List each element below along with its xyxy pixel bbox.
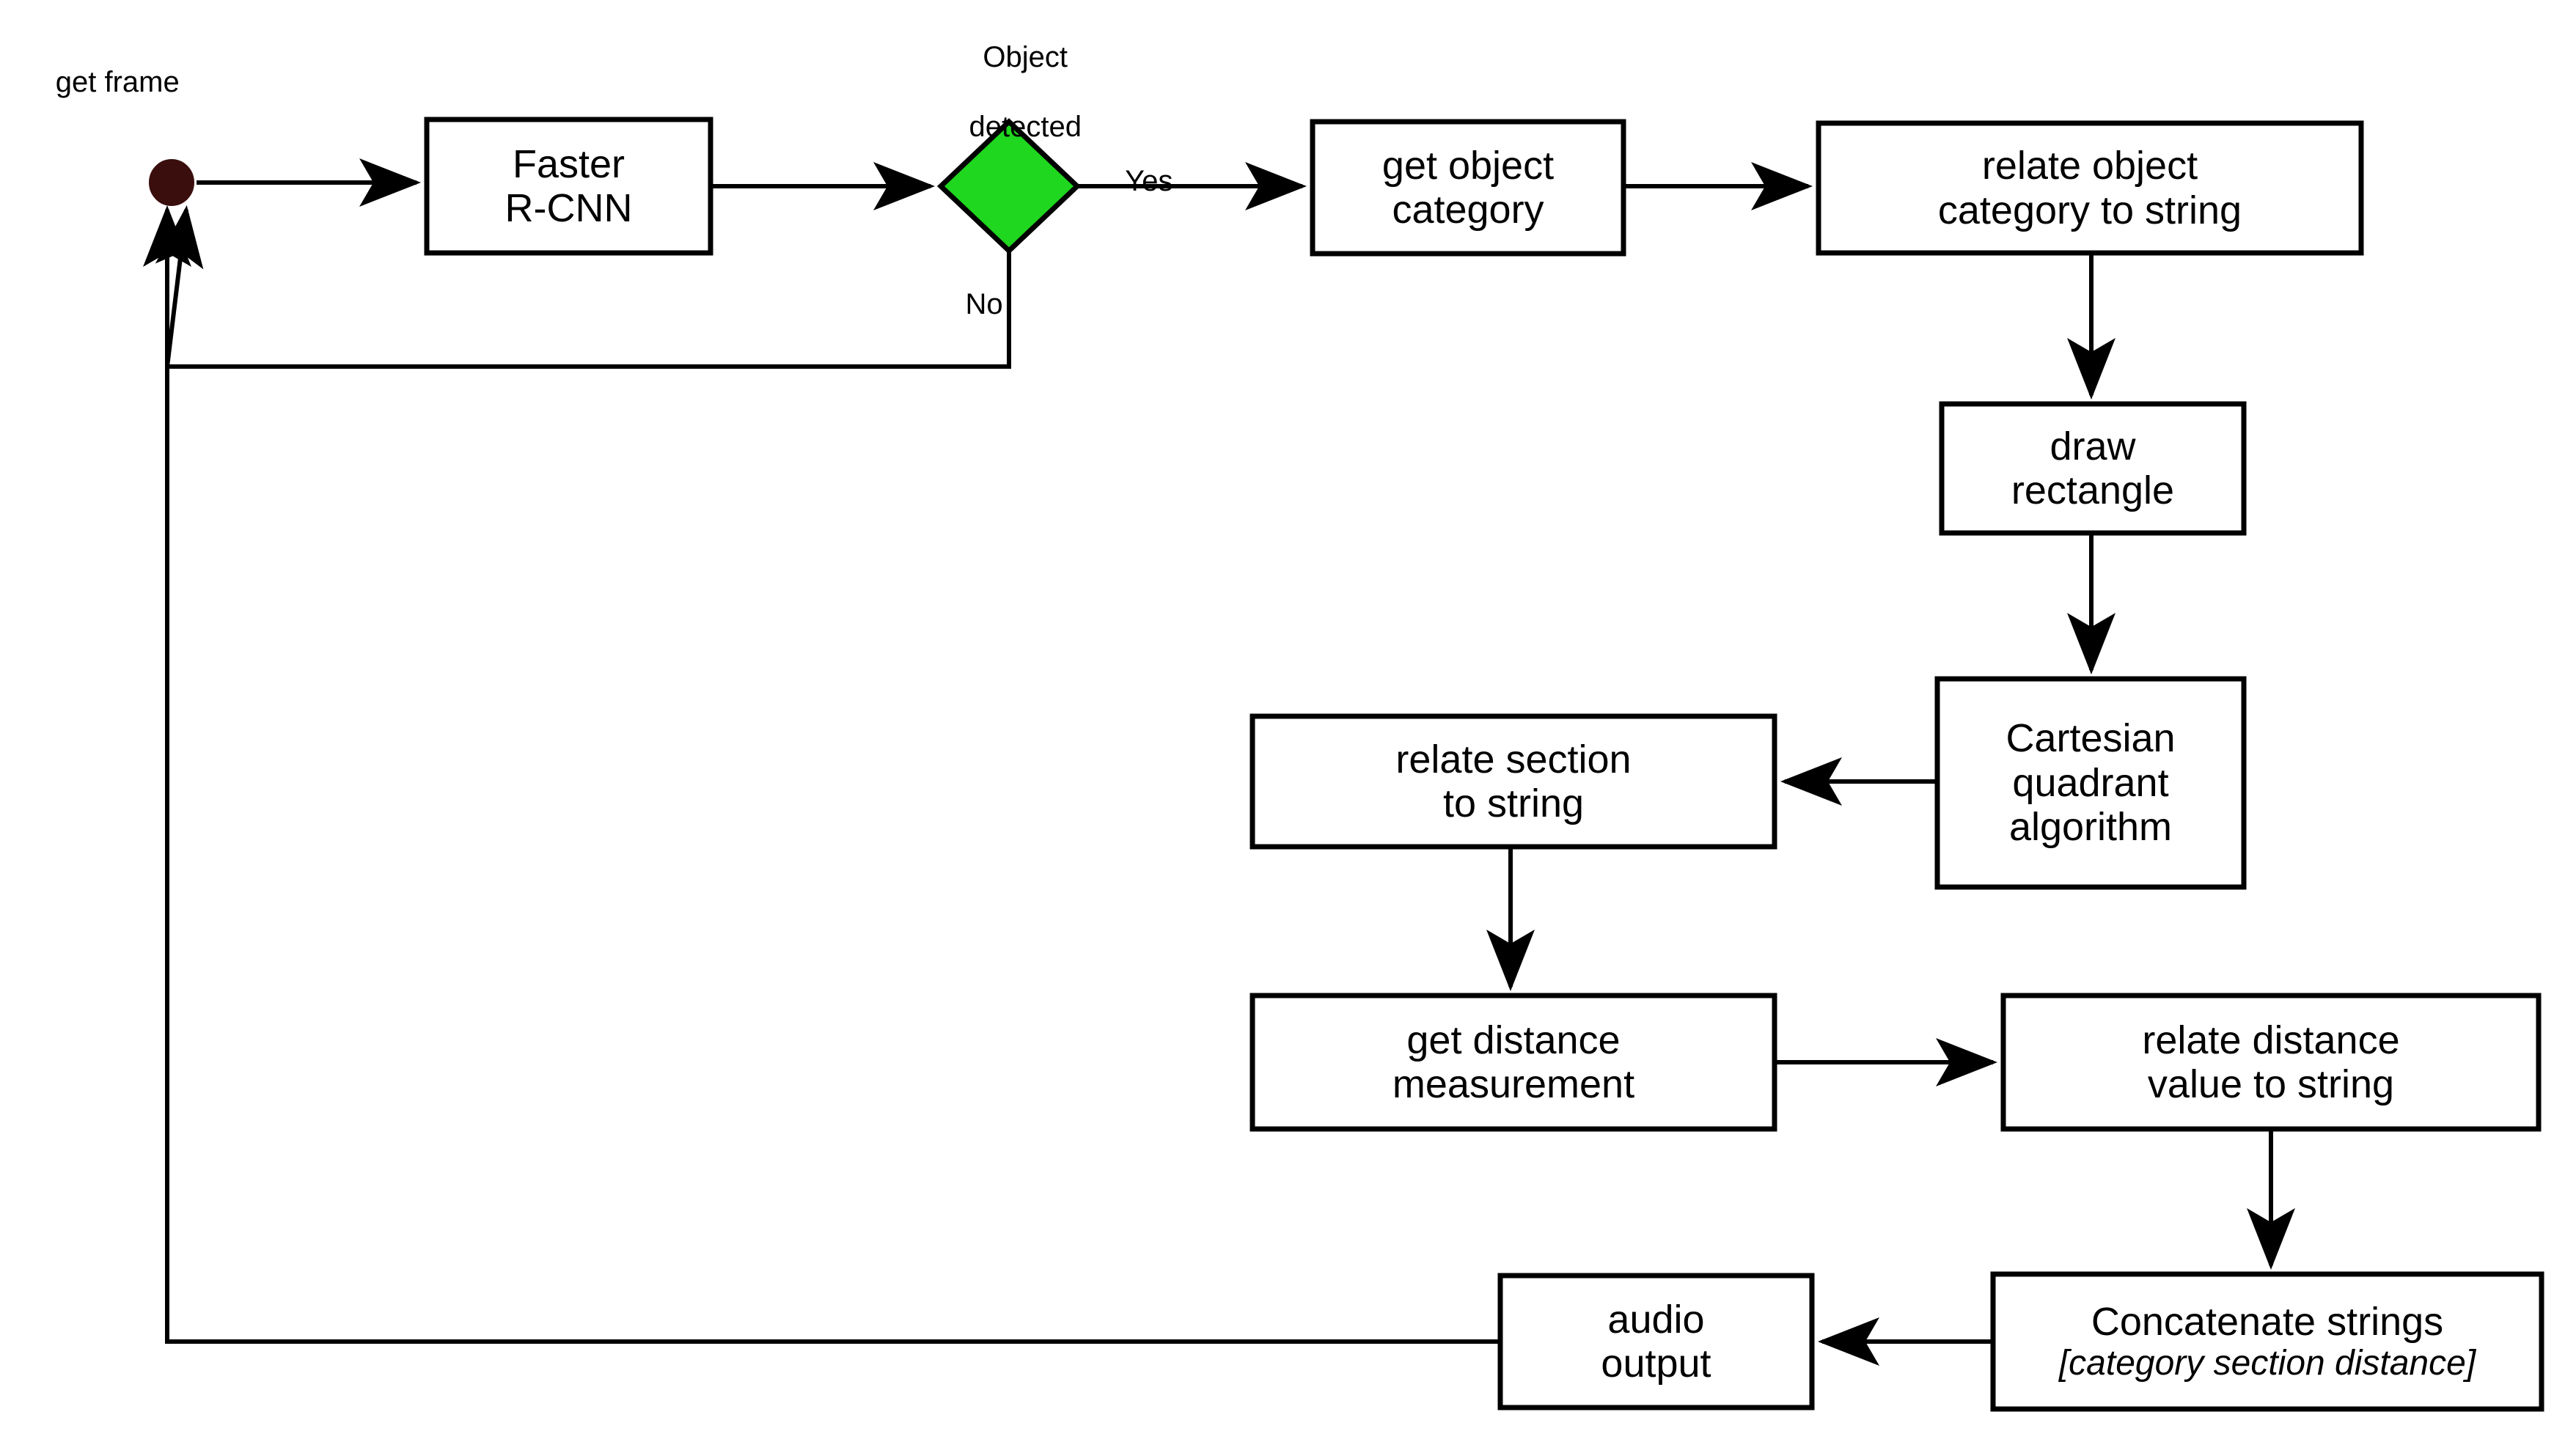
relate-section-to-string-box[interactable] [1250, 713, 1777, 850]
no-label-text: No [965, 288, 1003, 320]
no-edge-label: No [933, 255, 1003, 354]
get-frame-label: get frame [55, 66, 180, 98]
edge-decision-no-to-start [167, 251, 1011, 369]
audio-output-box[interactable] [1497, 1273, 1815, 1410]
edge-audio-output-to-start [165, 213, 1500, 1344]
get-object-category-box[interactable] [1310, 119, 1626, 257]
edge-decision-no-diagonal-to-start [155, 205, 204, 367]
yes-label-text: Yes [1125, 165, 1173, 197]
start-node-circle[interactable] [149, 159, 194, 206]
get-frame-caption: get frame [21, 33, 182, 132]
cartesian-quadrant-algorithm-box[interactable] [1934, 676, 2247, 890]
get-distance-measurement-box[interactable] [1250, 993, 1777, 1132]
faster-rcnn-box[interactable] [424, 117, 713, 256]
relate-distance-value-to-string-box[interactable] [2000, 993, 2542, 1132]
draw-rectangle-box[interactable] [1939, 401, 2247, 536]
object-detected-line2: detected [969, 110, 1082, 143]
relate-object-category-to-string-box[interactable] [1816, 120, 2364, 256]
concatenate-strings-box[interactable] [1990, 1271, 2544, 1412]
object-detected-caption: Object detected [921, 6, 1097, 179]
object-detected-line1: Object [983, 41, 1068, 74]
yes-edge-label: Yes [1093, 132, 1173, 231]
